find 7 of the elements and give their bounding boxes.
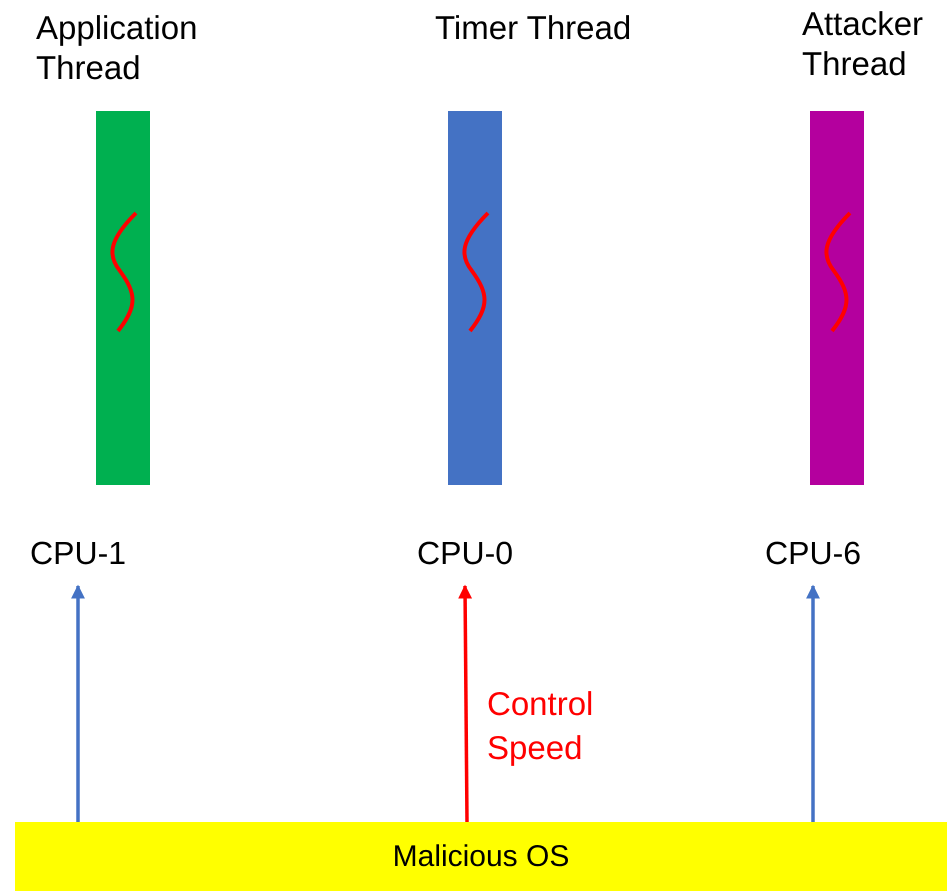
thread-label: Timer Thread [435,8,632,48]
cpu-label: CPU-1 [30,534,126,572]
thread-label: Application Thread [36,8,198,88]
thread-label: Attacker Thread [802,4,924,84]
os-bar: Malicious OS [15,822,947,891]
cpu-label: CPU-0 [417,534,514,572]
cpu-label: CPU-6 [765,534,862,572]
